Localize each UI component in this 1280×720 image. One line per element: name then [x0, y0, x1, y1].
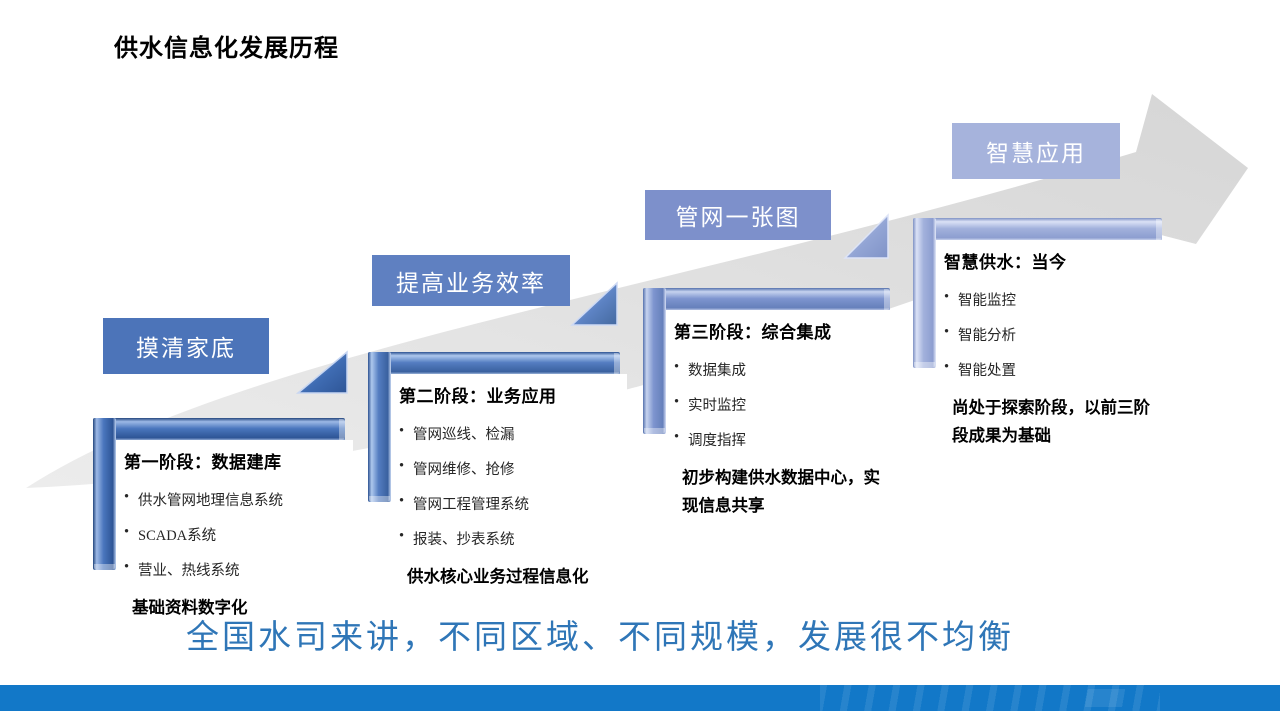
- step-triangle-3: [843, 213, 889, 259]
- label-box-3-text: 管网一张图: [675, 205, 801, 230]
- stage-4-bracket-left: [913, 218, 936, 368]
- stage-4-heading: 智慧供水：当今: [944, 253, 1067, 272]
- stage-1-bullet: 营业、热线系统: [124, 559, 353, 580]
- stage-2-bullet: 管网巡线、检漏: [399, 423, 627, 444]
- stage-1-bullet-list: 供水管网地理信息系统 SCADA系统 营业、热线系统: [124, 489, 353, 580]
- label-box-4-text: 智慧应用: [986, 141, 1086, 166]
- stage-2-summary: 供水核心业务过程信息化: [407, 568, 589, 586]
- label-box-1-text: 摸清家底: [136, 336, 236, 361]
- stage-1-bracket-left: [93, 418, 116, 570]
- step-triangle-2: [570, 281, 618, 326]
- stage-1-content: 第一阶段：数据建库 供水管网地理信息系统 SCADA系统 营业、热线系统 基础资…: [116, 440, 353, 623]
- step-triangle-1: [295, 350, 348, 394]
- stage-1-bracket-top: [93, 418, 345, 441]
- stage-3-content: 第三阶段：综合集成 数据集成 实时监控 调度指挥 初步构建供水数据中心，实现信息…: [666, 310, 896, 521]
- stage-3-bullet: 调度指挥: [674, 429, 896, 450]
- stage-4-summary: 尚处于探索阶段，以前三阶段成果为基础: [952, 399, 1150, 446]
- stage-4-bullet-list: 智能监控 智能分析 智能处置: [944, 289, 1168, 380]
- stage-4-bracket-top: [913, 218, 1162, 241]
- stage-1-heading: 第一阶段：数据建库: [124, 453, 282, 472]
- stage-4-bullet: 智能监控: [944, 289, 1168, 310]
- label-box-1: 摸清家底: [103, 318, 269, 374]
- footer-watermark-accent: [1060, 689, 1150, 707]
- stage-2-bracket-left: [368, 352, 391, 502]
- stage-1-bullet: SCADA系统: [124, 524, 353, 545]
- label-box-3: 管网一张图: [645, 190, 831, 240]
- stage-3-bracket-left: [643, 288, 666, 434]
- stage-3-summary: 初步构建供水数据中心，实现信息共享: [682, 469, 880, 516]
- label-box-4: 智慧应用: [952, 123, 1120, 179]
- stage-2-bullet: 管网工程管理系统: [399, 493, 627, 514]
- stage-4-content: 智慧供水：当今 智能监控 智能分析 智能处置 尚处于探索阶段，以前三阶段成果为基…: [936, 240, 1168, 451]
- stage-4-bullet: 智能分析: [944, 324, 1168, 345]
- stage-3-bracket-top: [643, 288, 890, 311]
- footer-bar: [0, 685, 1280, 711]
- stage-3-bullet: 数据集成: [674, 359, 896, 380]
- footer-watermark: [820, 685, 1160, 711]
- label-box-2: 提高业务效率: [372, 255, 570, 306]
- conclusion-text: 全国水司来讲，不同区域、不同规模，发展很不均衡: [186, 620, 1014, 656]
- label-box-2-text: 提高业务效率: [396, 270, 546, 296]
- stage-3-heading: 第三阶段：综合集成: [674, 323, 832, 342]
- stage-3-bullet-list: 数据集成 实时监控 调度指挥: [674, 359, 896, 450]
- stage-2-bracket-top: [368, 352, 620, 375]
- stage-1-summary: 基础资料数字化: [132, 599, 248, 617]
- stage-2-bullet: 管网维修、抢修: [399, 458, 627, 479]
- slide-title: 供水信息化发展历程: [114, 35, 339, 62]
- stage-2-bullet: 报装、抄表系统: [399, 528, 627, 549]
- stage-3-bullet: 实时监控: [674, 394, 896, 415]
- stage-4-bullet: 智能处置: [944, 359, 1168, 380]
- stage-2-bullet-list: 管网巡线、检漏 管网维修、抢修 管网工程管理系统 报装、抄表系统: [399, 423, 627, 549]
- stage-2-content: 第二阶段：业务应用 管网巡线、检漏 管网维修、抢修 管网工程管理系统 报装、抄表…: [391, 374, 627, 592]
- stage-2-heading: 第二阶段：业务应用: [399, 387, 557, 406]
- stage-1-bullet: 供水管网地理信息系统: [124, 489, 353, 510]
